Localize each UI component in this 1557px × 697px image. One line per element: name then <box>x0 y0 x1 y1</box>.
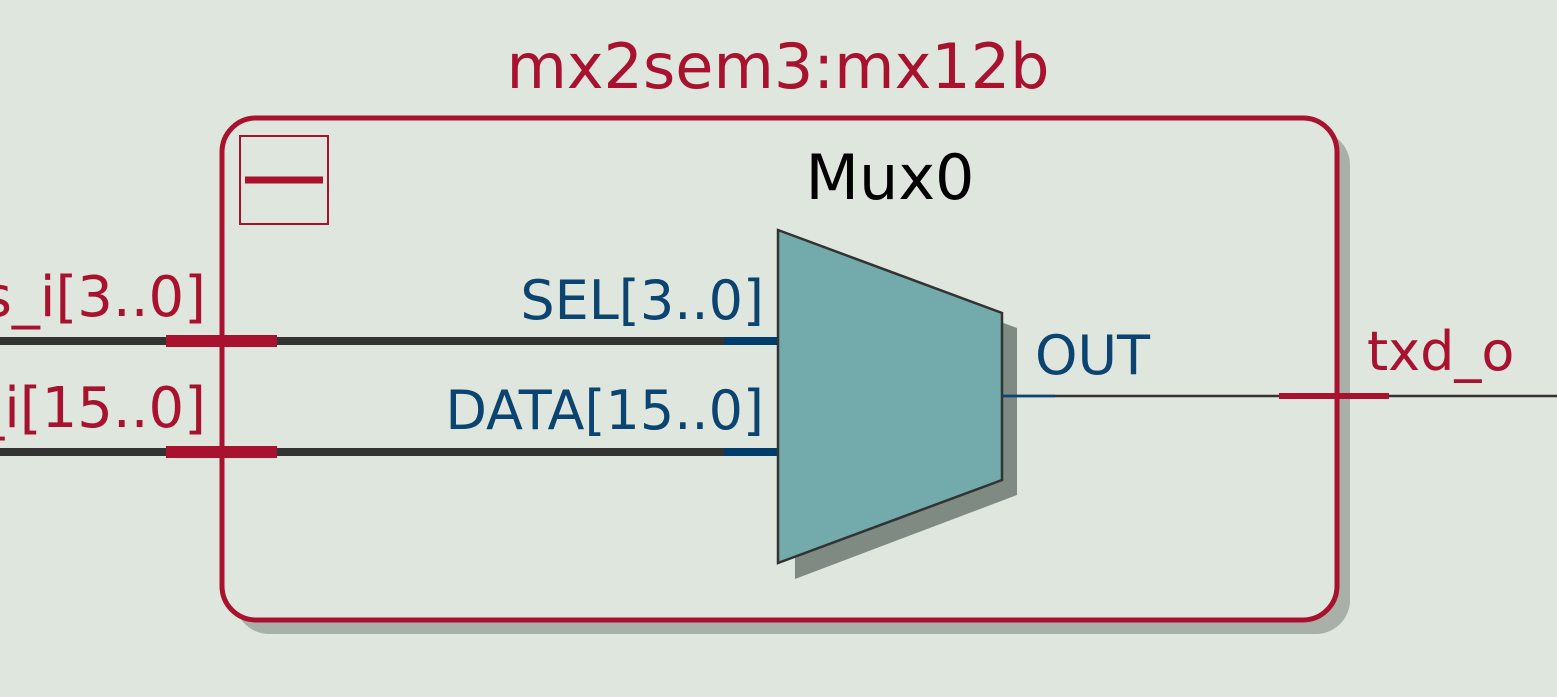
port-label-data: DATA[15..0] <box>445 379 764 442</box>
collapse-button[interactable] <box>239 135 329 225</box>
signal-label-out: txd_o <box>1367 320 1514 383</box>
mux-name-label: Mux0 <box>806 141 975 214</box>
port-label-sel: SEL[3..0] <box>520 269 764 332</box>
signal-label-sel: s_i[3..0] <box>0 265 206 330</box>
collapse-button-frame <box>239 135 329 225</box>
signal-label-data: _i[15..0] <box>0 376 206 441</box>
instance-label: mx2sem3:mx12b <box>506 30 1049 103</box>
mux-symbol[interactable] <box>776 228 1004 565</box>
port-label-out: OUT <box>1035 324 1151 387</box>
